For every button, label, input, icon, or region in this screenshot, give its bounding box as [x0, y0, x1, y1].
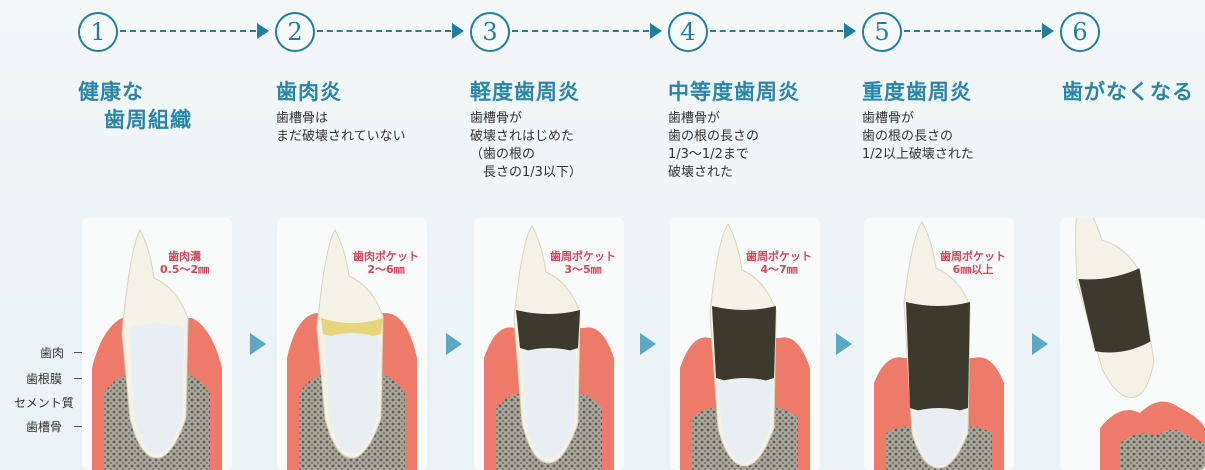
stage-arrow-icon-3 — [640, 333, 656, 355]
stage-arrow-icon-4 — [836, 333, 852, 355]
step-number-3: 3 — [470, 12, 510, 52]
pocket-label-4: 歯周ポケット 4〜7㎜ — [746, 250, 812, 276]
anatomy-label-pdl: 歯根膜 — [26, 372, 63, 386]
step-title-3: 軽度歯周炎 — [470, 80, 580, 104]
connector-line-4 — [710, 30, 843, 32]
step-title-2: 歯肉炎 — [276, 80, 342, 104]
root-shape — [130, 323, 184, 453]
step-number-6: 6 — [1060, 12, 1100, 52]
step-title-1a: 健康な — [78, 80, 144, 104]
stage-arrow-icon-5 — [1032, 333, 1048, 355]
step-title-6: 歯がなくなる — [1062, 80, 1194, 104]
connector-line-1 — [120, 30, 256, 32]
illustration-gingivitis: 歯肉ポケット 2〜6㎜ — [277, 218, 427, 470]
step-desc-3: 歯槽骨が 破壊されはじめた （歯の根の 長さの1/3以下） — [470, 111, 582, 180]
anatomy-label-bone: 歯槽骨 — [26, 420, 63, 434]
connector-arrow-icon-4 — [844, 23, 856, 39]
stage-arrow-icon-1 — [250, 333, 266, 355]
connector-line-5 — [904, 30, 1041, 32]
step-title-5: 重度歯周炎 — [862, 80, 972, 104]
step-number-4: 4 — [668, 12, 708, 52]
illustration-healthy: 歯肉溝 0.5〜2㎜ — [82, 218, 232, 470]
anatomy-label-cementum: セメント質 — [14, 396, 74, 410]
step-number-1: 1 — [78, 12, 118, 52]
step-title-1b: 歯周組織 — [104, 108, 192, 132]
anatomy-label-gum: 歯肉 — [40, 346, 65, 360]
step-desc-2: 歯槽骨は まだ破壊されていない — [276, 111, 406, 144]
connector-arrow-icon-2 — [452, 23, 464, 39]
step-number-5: 5 — [862, 12, 902, 52]
pocket-label-1: 歯肉溝 0.5〜2㎜ — [160, 250, 210, 276]
step-desc-5: 歯槽骨が 歯の根の長さの 1/2以上破壊された — [862, 111, 974, 162]
pocket-label-2: 歯肉ポケット 2〜6㎜ — [353, 250, 419, 276]
illustration-moderate-periodontitis: 歯周ポケット 4〜7㎜ — [670, 218, 820, 470]
illustration-severe-periodontitis: 歯周ポケット 6㎜以上 — [864, 218, 1014, 470]
illustration-mild-periodontitis: 歯周ポケット 3〜5㎜ — [474, 218, 624, 470]
connector-arrow-icon-1 — [257, 23, 269, 39]
pocket-label-3: 歯周ポケット 3〜5㎜ — [550, 250, 616, 276]
pocket-label-5: 歯周ポケット 6㎜以上 — [940, 250, 1006, 276]
connector-arrow-icon-3 — [650, 23, 662, 39]
step-title-4: 中等度歯周炎 — [668, 80, 800, 104]
stage-arrow-icon-2 — [446, 333, 462, 355]
step-desc-4: 歯槽骨が 歯の根の長さの 1/3〜1/2まで 破壊された — [668, 111, 760, 180]
step-number-2: 2 — [275, 12, 315, 52]
connector-line-3 — [512, 30, 649, 32]
illustration-tooth-lost — [1060, 218, 1205, 470]
connector-line-2 — [317, 30, 451, 32]
connector-arrow-icon-5 — [1042, 23, 1054, 39]
